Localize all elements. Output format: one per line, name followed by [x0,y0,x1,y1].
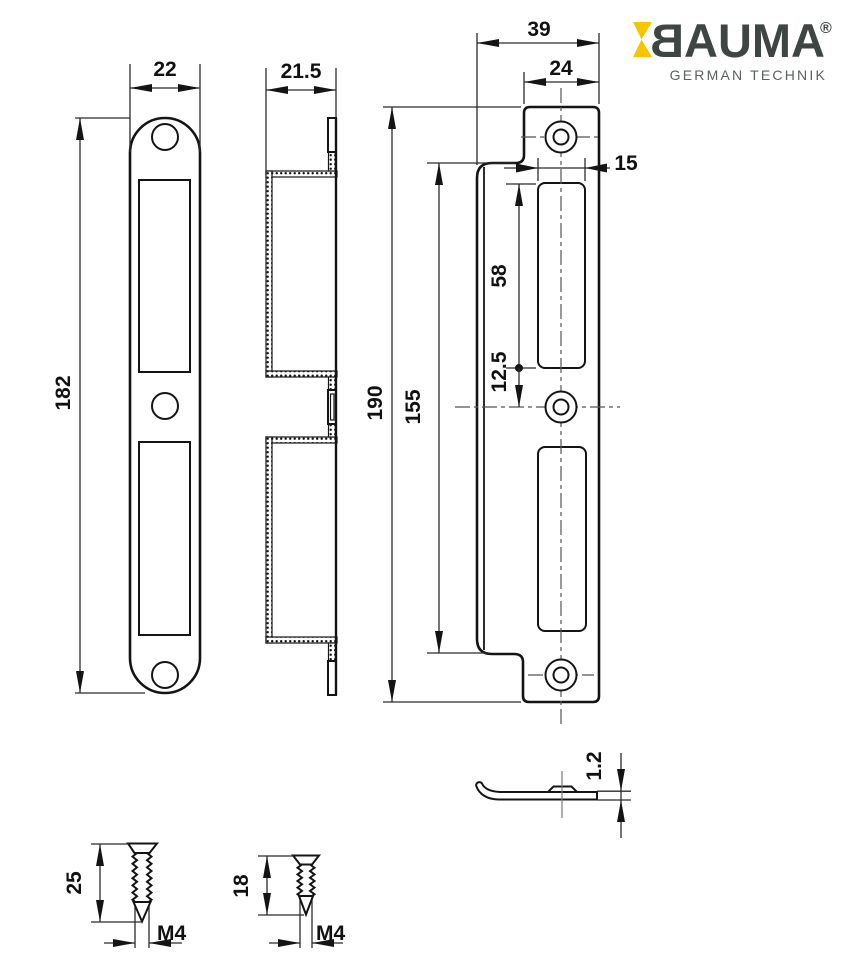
dim-190-label: 190 [364,385,387,420]
dim-58-label: 58 [488,264,511,288]
strike-center-screw-hole [544,390,578,424]
logo-accent-triangle-top [633,22,652,40]
dim-24-label: 24 [549,57,573,80]
dim-18-label: 18 [230,874,253,898]
dim-155-label: 155 [402,389,425,424]
flat-plate-bottom-hole [151,661,179,689]
profile-upper-box-front-wall [265,170,273,378]
flat-plate-top-hole [151,123,179,151]
profile-plate-strip [327,376,337,391]
dim-25-label: 25 [63,871,86,895]
strike-top-screw-hole [544,120,578,154]
profile-middle-slot [329,393,335,421]
front-view: 22 182 [52,58,202,695]
profile-upper-box-bottom-wall [265,370,338,378]
dim-m4-label-2: M4 [316,922,345,945]
deadbolt-slot [537,446,587,632]
logo-wordmark: AUMA [684,14,825,67]
screw-long: 25 M4 [63,842,186,948]
strike-bottom-screw-hole [544,658,578,692]
screw-short-thread-right [308,863,317,899]
logo-mirrored-b: B [650,14,684,67]
dim-39-label: 39 [527,18,550,41]
dim-m4-label: M4 [157,922,186,945]
flat-plate-lower-slot [138,441,191,636]
screw-short-tip [297,895,315,918]
dim-12-5-label: 12.5 [488,351,511,392]
logo-accent-triangle-bottom [633,39,652,57]
dim-1-2-label: 1.2 [583,751,606,780]
screw-short-head [290,854,322,866]
flat-plate-center-hole [151,392,179,420]
face-view: 39 24 15 58 12.5 155 190 [364,18,638,726]
dim-21-5-label: 21.5 [281,60,322,83]
flat-plate-upper-slot [138,179,191,373]
dim-22-label: 22 [153,58,176,81]
dim-15-label: 15 [614,152,638,175]
profile-upper-box-top-wall [265,170,338,178]
profile-lower-box-bottom-wall [265,636,338,644]
edge-plate-profile [475,781,598,801]
edge-view: 1.2 [475,751,631,838]
profile-plate-strip [327,642,337,662]
bauma-logo: B AUMA ® GERMAN TECHNIK [633,14,832,83]
profile-plate-strip [327,151,337,172]
side-profile-view: 21.5 [265,60,338,696]
screw-long-thread-right [145,852,154,905]
profile-plate-strip [327,423,337,438]
screw-long-tip [131,901,153,925]
registered-mark: ® [820,20,832,37]
screw-long-thread-left [130,852,139,905]
profile-lower-box-top-wall [265,436,338,444]
dim-182-label: 182 [52,375,75,410]
screw-short: 18 M4 [230,854,345,948]
screw-long-head [126,842,160,854]
profile-lower-box-front-wall [265,436,273,644]
logo-tagline: GERMAN TECHNIK [670,67,827,83]
screw-short-thread-left [295,863,304,899]
